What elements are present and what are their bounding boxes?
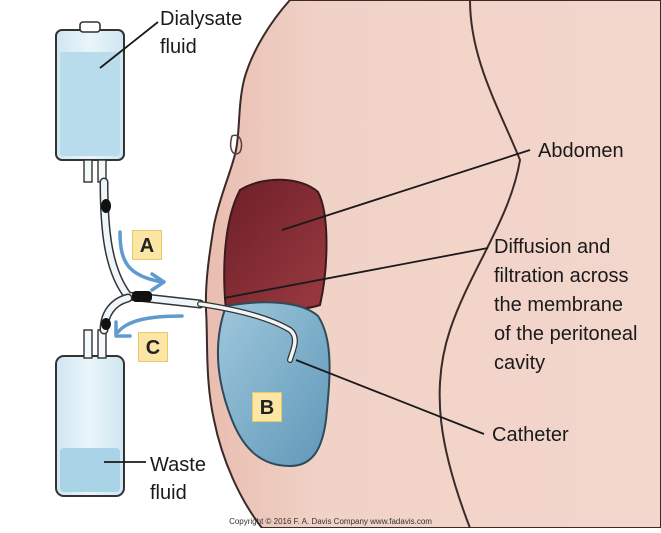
leader-dialysate — [99, 21, 159, 69]
label-waste-line1: Waste — [150, 454, 206, 476]
arrow-in — [118, 230, 164, 284]
leader-catheter — [295, 359, 485, 435]
label-catheter: Catheter — [492, 424, 569, 446]
clamp-connector — [132, 291, 152, 302]
flow-arrows — [114, 230, 184, 338]
label-diffusion-line1: Diffusion and — [494, 236, 611, 258]
badge-c: C — [138, 332, 168, 362]
copyright-notice: Copyright © 2016 F. A. Davis Company www… — [229, 517, 432, 526]
label-dialysate-line2: fluid — [160, 36, 197, 58]
abdominal-cavity — [223, 178, 328, 313]
arrow-out — [116, 314, 184, 334]
label-diffusion-line5: cavity — [494, 352, 546, 374]
back-contour — [438, 0, 522, 529]
label-diffusion-line4: of the peritoneal — [494, 323, 638, 345]
peritoneal-fluid — [217, 301, 331, 468]
label-diffusion-line3: the membrane — [494, 294, 623, 316]
leader-diffusion — [223, 247, 489, 299]
label-diffusion-line2: filtration across — [494, 265, 629, 287]
clamp-lower — [101, 318, 111, 330]
waste-bag — [55, 329, 125, 497]
label-abdomen: Abdomen — [538, 140, 624, 162]
navel — [229, 134, 243, 155]
leader-lines — [99, 21, 531, 463]
label-waste-line2: fluid — [150, 482, 187, 504]
clamp-upper — [101, 199, 111, 213]
leader-abdomen — [281, 149, 531, 231]
badge-b: B — [252, 392, 282, 422]
badge-a: A — [132, 230, 162, 260]
label-dialysate-line1: Dialysate — [160, 8, 243, 30]
dialysate-bag — [55, 21, 125, 183]
